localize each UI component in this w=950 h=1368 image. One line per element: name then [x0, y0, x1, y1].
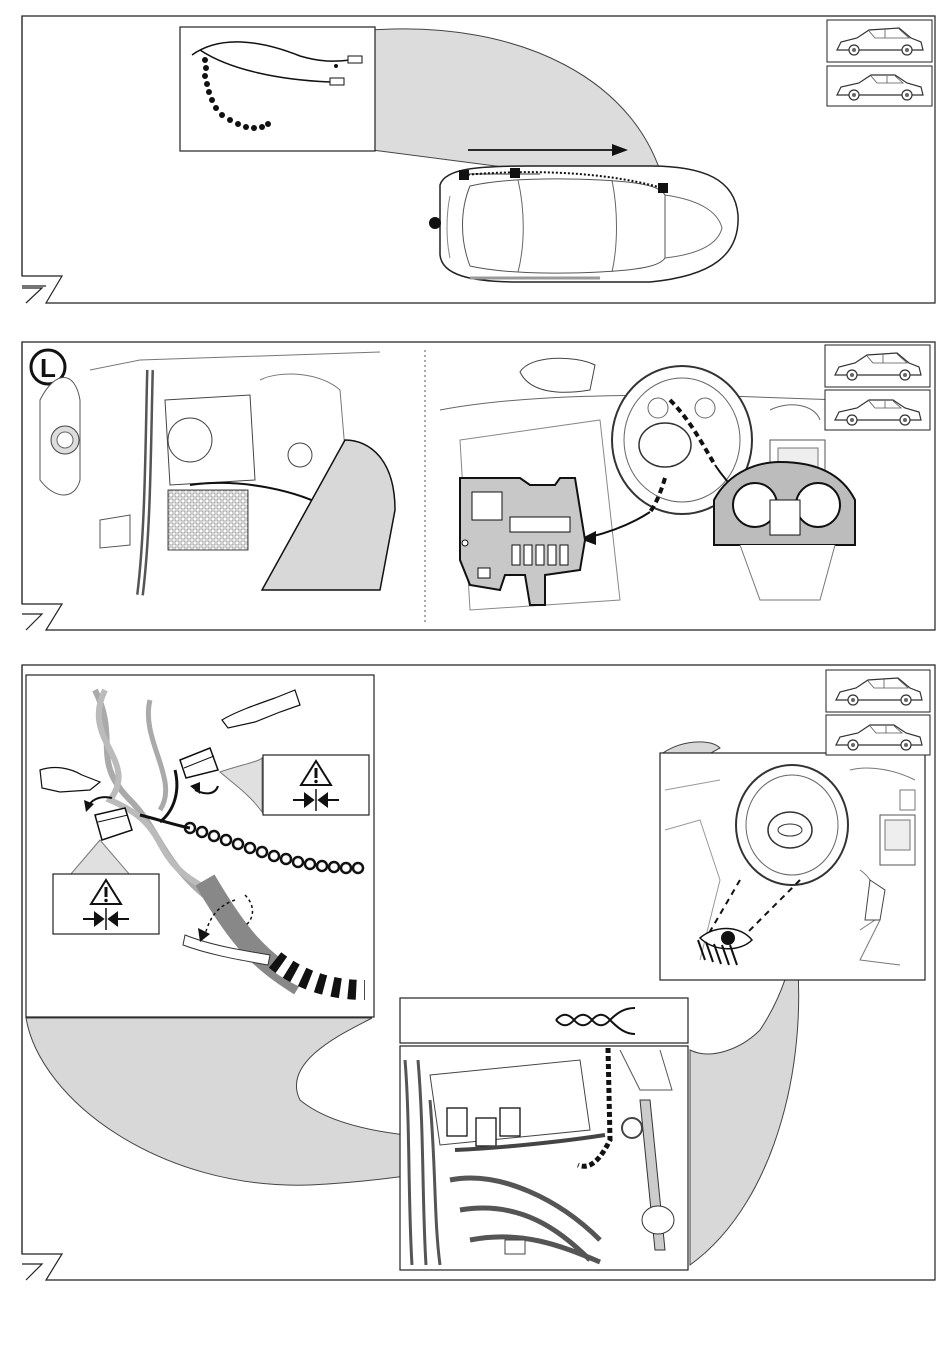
car-top-view — [429, 166, 738, 282]
warning-box — [263, 755, 369, 815]
instrument-cluster-cover — [714, 462, 855, 600]
fuse-box-wiring — [400, 1046, 688, 1270]
vehicle-selector — [826, 670, 930, 755]
connector-detail — [26, 675, 374, 1017]
step-2-panel: L — [22, 342, 935, 630]
driver-footwell-view — [660, 753, 925, 980]
vehicle-selector — [825, 345, 930, 430]
warning-triangle-icon — [53, 874, 159, 934]
cable-harness-detail — [180, 27, 375, 151]
zoom-callout — [372, 29, 665, 188]
twisted-wire-symbol — [400, 998, 688, 1043]
step-1-panel — [22, 16, 935, 303]
side-label: L — [40, 353, 56, 383]
vehicle-selector — [827, 20, 932, 106]
warning-triangle-icon — [263, 755, 369, 815]
step-3-panel — [22, 665, 935, 1280]
zoom-callout-right — [690, 940, 799, 1265]
left-footwell-panel — [40, 352, 395, 595]
warning-box — [53, 874, 159, 934]
